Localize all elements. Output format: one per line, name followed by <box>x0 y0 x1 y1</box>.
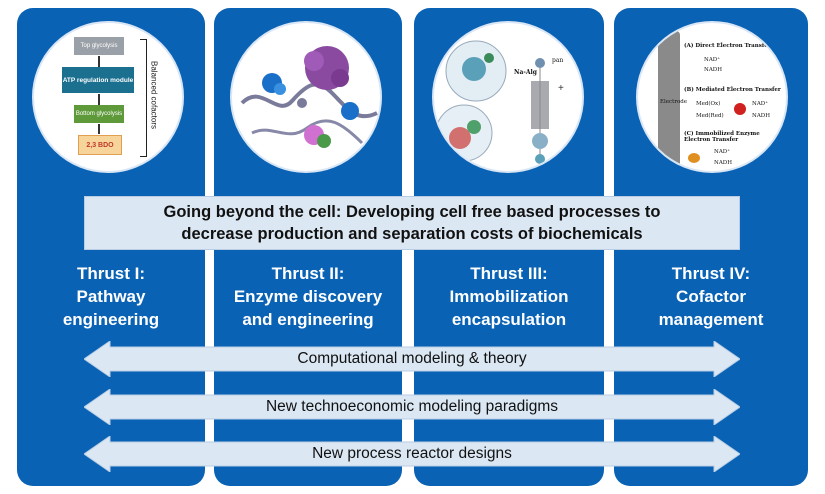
thrust-4-title: Thrust IV: Cofactor management <box>658 264 764 329</box>
nad-label-a: NAD⁺ <box>704 57 721 63</box>
enzyme-orange-icon <box>688 153 700 163</box>
enzyme-structure-icon <box>240 46 378 148</box>
cofactor-schematic: Electrode (A) Direct Electron Transfer N… <box>636 21 788 173</box>
cofactor-bracket <box>140 39 147 157</box>
product-box: 2,3 BDO <box>78 135 122 155</box>
flow-arrow <box>98 94 100 105</box>
enzyme-illustration <box>230 21 382 173</box>
thrust-1-title: Thrust I: Pathway engineering <box>62 264 160 329</box>
svg-text:+: + <box>558 83 564 94</box>
double-arrow-icon <box>84 389 740 425</box>
nadh-label-b: NADH <box>752 113 770 119</box>
immobilized-transfer-title: (C) Immobilized Enzyme Electron Transfer <box>684 131 760 143</box>
arrow-technoeconomic-modeling: New technoeconomic modeling paradigms <box>84 389 740 425</box>
double-arrow-icon <box>84 341 740 377</box>
electrode-label: Electrode <box>660 99 688 105</box>
encapsulation-illustration: + Na-Alg pan <box>432 21 584 173</box>
atp-regulation-box: ATP regulation module <box>62 67 134 93</box>
flow-arrow <box>98 124 100 134</box>
thrust-3-title: Thrust III: Immobilization encapsulation <box>449 264 569 329</box>
enzyme-red-icon <box>734 103 746 115</box>
med-red-label: Med(Red) <box>696 113 724 119</box>
arrow-label: Computational modeling & theory <box>297 350 527 367</box>
arrow-label: New technoeconomic modeling paradigms <box>265 398 559 415</box>
bottom-glycolysis-box: Bottom glycolysis <box>74 105 124 123</box>
nad-label-b: NAD⁺ <box>752 101 769 107</box>
banner-line-1: Going beyond the cell: Developing cell f… <box>163 203 661 221</box>
med-ox-label: Med(Ox) <box>696 101 721 107</box>
electrode-bar <box>658 31 680 167</box>
direct-transfer-title: (A) Direct Electron Transfer <box>684 43 771 49</box>
mediated-transfer-title: (B) Mediated Electron Transfer <box>684 87 781 93</box>
flow-arrow <box>98 56 100 67</box>
arrow-label: New process reactor designs <box>312 445 512 462</box>
thrust-2-title: Thrust II: Enzyme discovery and engineer… <box>233 264 383 329</box>
balanced-cofactors-label: Balanced cofactors <box>149 60 159 130</box>
goal-banner: Going beyond the cell: Developing cell f… <box>84 196 740 250</box>
banner-line-2: decrease production and separation costs… <box>181 225 643 243</box>
arrow-reactor-designs: New process reactor designs <box>84 436 740 472</box>
encapsulation-icon: + <box>435 40 564 164</box>
double-arrow-icon <box>84 436 740 472</box>
top-glycolysis-box: Top glycolysis <box>74 37 124 55</box>
pan-label: pan <box>552 57 564 64</box>
pathway-diagram: Top glycolysis ATP regulation module Bot… <box>32 21 184 173</box>
arrow-computational-modeling: Computational modeling & theory <box>84 341 740 377</box>
na-alg-label: Na-Alg <box>514 69 537 76</box>
nad-label-c: NAD⁺ <box>714 149 731 155</box>
nadh-label-a: NADH <box>704 67 722 73</box>
nadh-label-c: NADH <box>714 160 732 166</box>
